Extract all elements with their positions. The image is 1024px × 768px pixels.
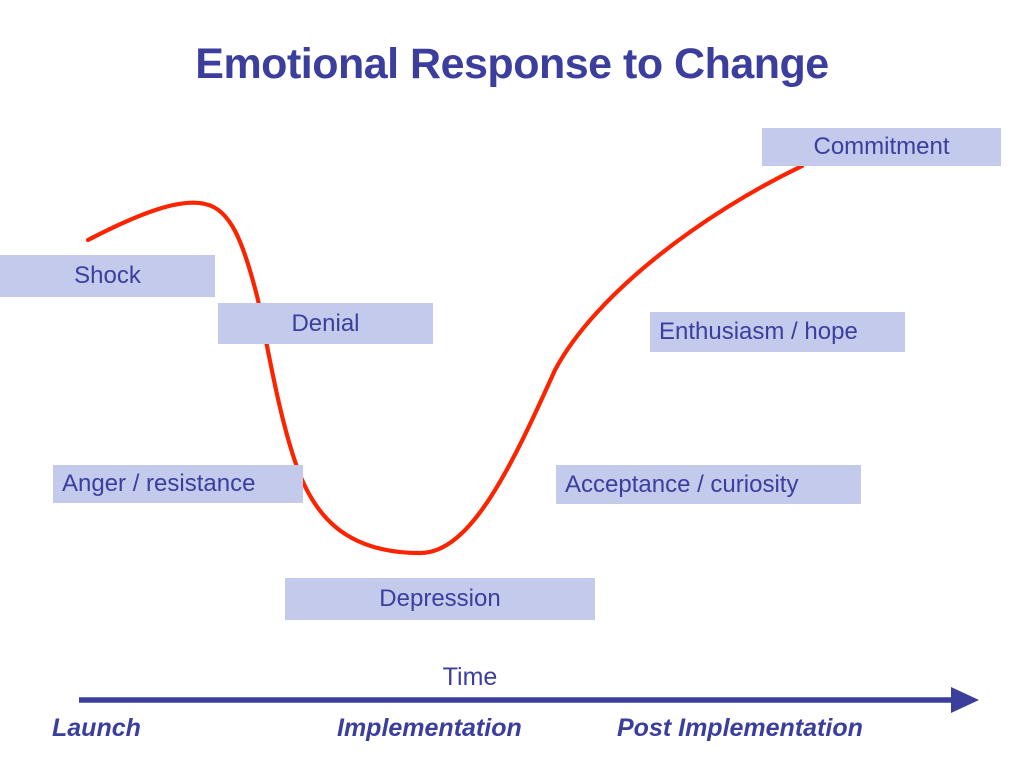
arrow-right-icon [951,687,979,713]
stage-label-denial: Denial [291,309,360,337]
stage-label-enthusiasm-hope: Enthusiasm / hope [659,318,858,345]
phase-label-launch: Launch [52,714,141,742]
stage-box-denial: Denial [218,303,433,344]
stage-box-depression: Depression [285,578,595,620]
stage-label-acceptance-curiosity: Acceptance / curiosity [565,470,799,498]
stage-label-commitment: Commitment [813,133,950,160]
phase-label-post-implementation: Post Implementation [617,714,863,742]
stage-label-shock: Shock [74,262,141,289]
stage-label-depression: Depression [379,585,501,612]
phase-label-implementation: Implementation [337,714,522,742]
slide-title: Emotional Response to Change [195,40,829,88]
stage-box-shock: Shock [0,255,215,297]
stage-box-enthusiasm-hope: Enthusiasm / hope [650,312,905,352]
stage-label-anger-resistance: Anger / resistance [62,470,256,497]
stage-box-acceptance-curiosity: Acceptance / curiosity [556,465,861,504]
stage-box-anger-resistance: Anger / resistance [53,465,303,503]
stage-box-commitment: Commitment [762,128,1001,166]
time-axis-label: Time [442,663,498,691]
curve-line [85,163,805,556]
